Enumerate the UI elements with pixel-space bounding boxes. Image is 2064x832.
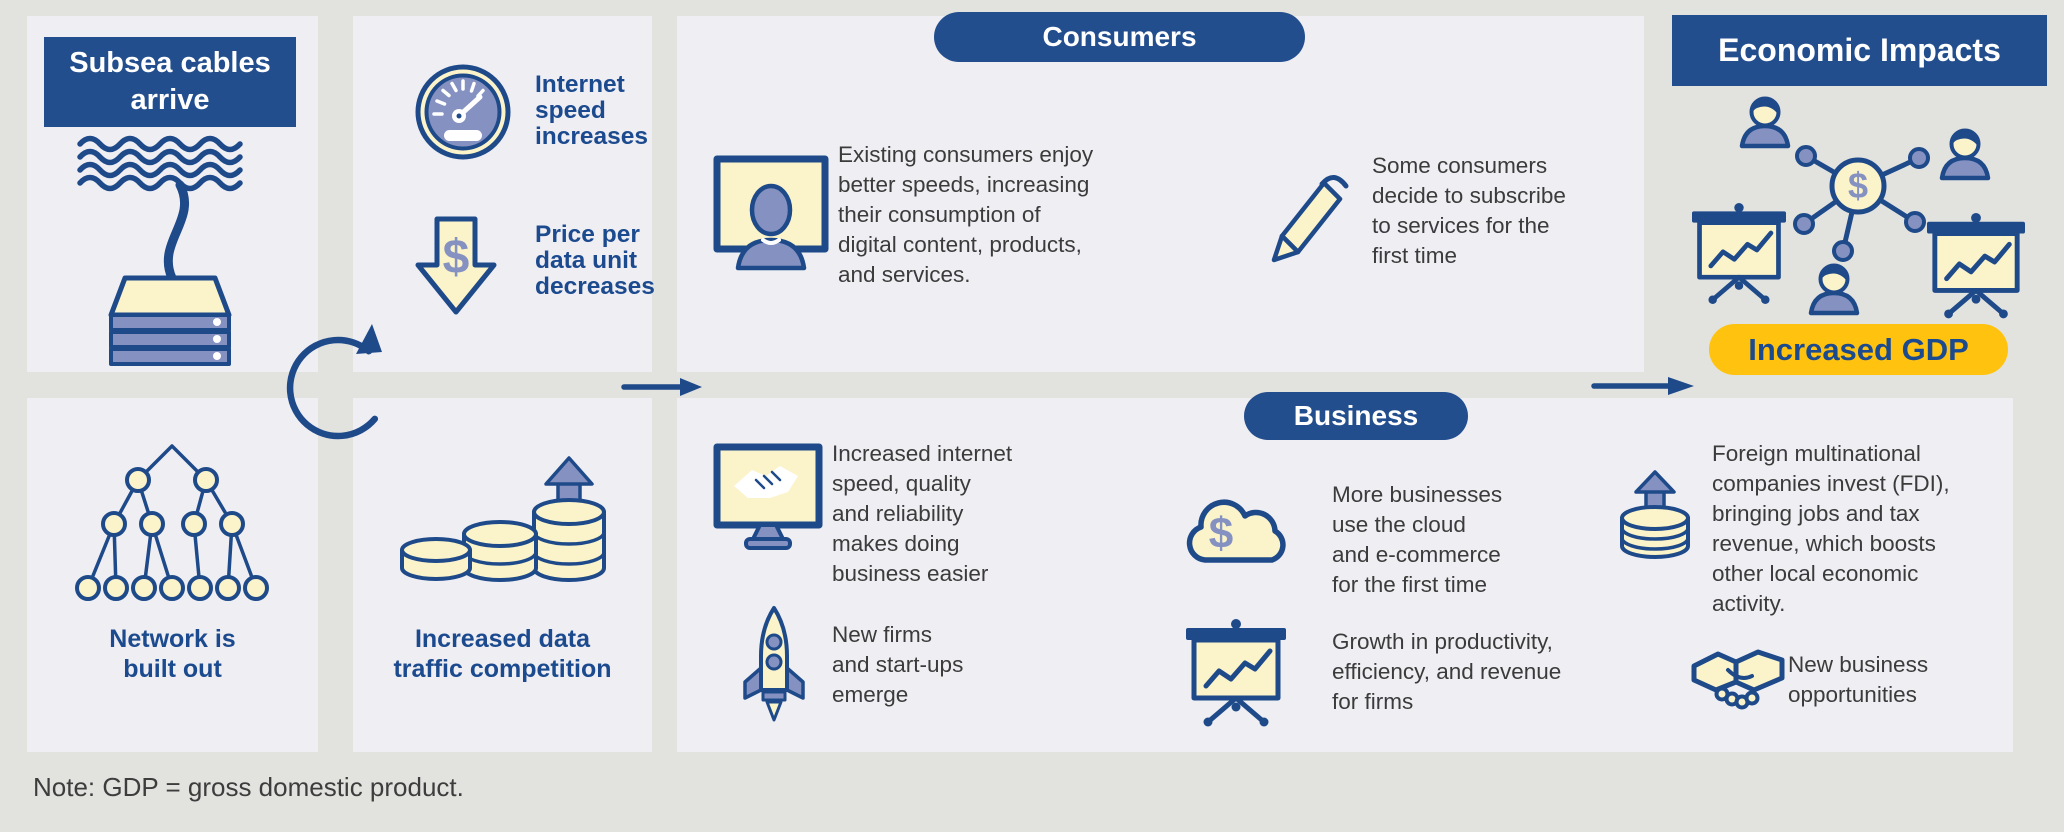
business-item-text: New business opportunities bbox=[1788, 652, 1929, 707]
svg-text:$: $ bbox=[443, 231, 470, 284]
svg-text:$: $ bbox=[1209, 509, 1233, 558]
handshake-icon bbox=[1691, 649, 1785, 710]
subsea-cables-title: Subsea cables arrive bbox=[44, 37, 296, 127]
presentation-chart-icon bbox=[1186, 618, 1286, 728]
monitor-person-icon bbox=[713, 155, 829, 271]
business-item-text: Growth in productivity, efficiency, and … bbox=[1332, 629, 1562, 714]
coin-stacks-up-arrow-icon bbox=[400, 456, 606, 582]
business-item-text: Foreign multinational companies invest (… bbox=[1712, 441, 1950, 616]
pen-icon bbox=[1271, 175, 1349, 263]
coins-up-arrow-icon bbox=[1620, 470, 1690, 559]
flow-arrow-icon bbox=[621, 378, 702, 396]
svg-text:$: $ bbox=[1848, 165, 1868, 206]
traffic-competition-label: Increased data traffic competition bbox=[393, 625, 612, 683]
panel-consumers bbox=[677, 16, 1644, 372]
speedometer-icon bbox=[415, 64, 511, 160]
internet-speed-label: Internet speed increases bbox=[535, 71, 649, 150]
business-item-text: New firms and start-ups emerge bbox=[832, 622, 964, 707]
dollar-down-arrow-icon: $ bbox=[415, 216, 497, 315]
panel-business bbox=[677, 398, 2013, 752]
network-built-label: Network is built out bbox=[109, 625, 236, 683]
business-item-text: Increased internet speed, quality and re… bbox=[832, 441, 1013, 586]
subsea-cable-server-icon bbox=[77, 135, 243, 366]
footnote: Note: GDP = gross domestic product. bbox=[33, 772, 464, 802]
consumer-item-text: Some consumers decide to subscribe to se… bbox=[1372, 153, 1566, 268]
panel-network-built bbox=[27, 398, 318, 752]
monitor-handshake-icon bbox=[713, 443, 823, 550]
rocket-icon bbox=[743, 606, 805, 722]
business-badge: Business bbox=[1244, 392, 1468, 440]
dollar-network-people-charts-icon: $ bbox=[1684, 90, 2042, 330]
cycle-arrow-icon bbox=[286, 324, 382, 440]
economic-impacts-title: Economic Impacts bbox=[1672, 15, 2047, 86]
flow-arrow-icon bbox=[1591, 377, 1694, 395]
increased-gdp-badge: Increased GDP bbox=[1709, 324, 2008, 375]
network-tree-icon bbox=[75, 444, 269, 601]
cloud-dollar-icon: $ bbox=[1186, 499, 1286, 563]
consumer-item-text: Existing consumers enjoy better speeds, … bbox=[838, 142, 1094, 287]
panel-speed-price bbox=[353, 16, 652, 372]
price-per-data-label: Price per data unit decreases bbox=[535, 221, 655, 300]
consumers-badge: Consumers bbox=[934, 12, 1305, 62]
business-item-text: More businesses use the cloud and e-comm… bbox=[1332, 482, 1503, 597]
